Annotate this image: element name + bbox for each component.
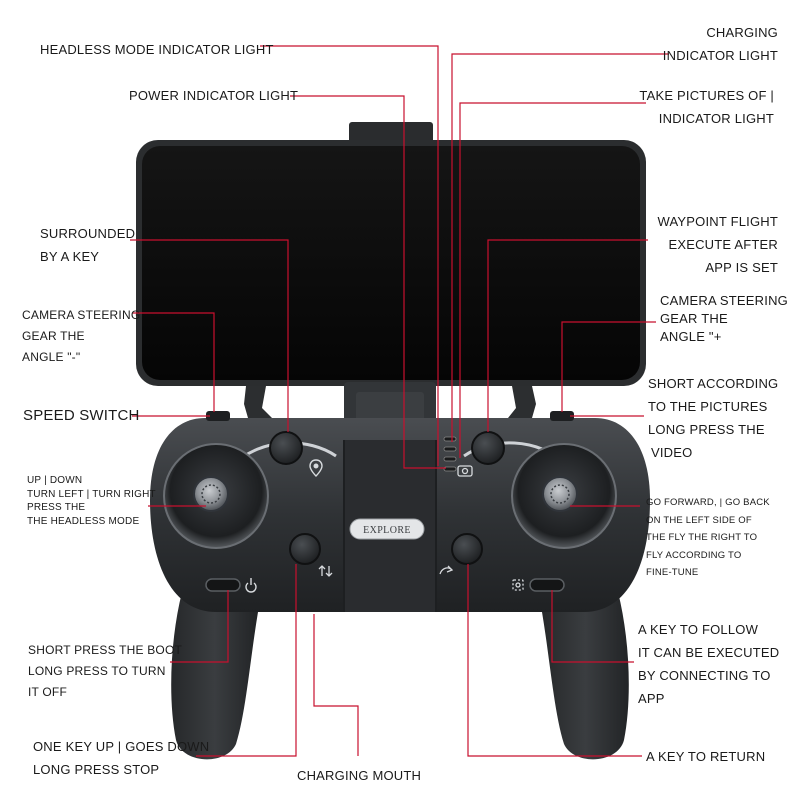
takeoff-land-button [289,533,321,565]
indicator-light-1 [443,436,457,442]
callout-left-stick: UP | DOWN TURN LEFT | TURN RIGHT PRESS T… [27,475,156,527]
right-shoulder-dial [550,411,574,421]
right-grip [542,592,629,760]
power-pill-button [205,578,241,592]
waypoint-icon [309,459,323,477]
phone-screen [142,146,640,380]
left-shoulder-dial [206,411,230,421]
camera-icon [457,465,473,477]
callout-take-pictures-light: TAKE PICTURES OF | INDICATOR LIGHT [639,88,774,126]
indicator-light-4 [443,466,457,472]
updown-arrows-icon [318,565,333,577]
power-icon [245,578,257,593]
left-grip [171,592,258,760]
photo-video-button [471,431,505,465]
right-stick-cap [542,476,578,512]
left-stick-cap [193,476,229,512]
indicator-light-2 [443,446,457,452]
callout-return-key: A KEY TO RETURN [646,749,766,764]
clamp-arm-right [508,386,536,418]
callout-surround-key: SURROUNDED BY A KEY [40,226,136,264]
clamp-arm-left [244,386,272,418]
callout-follow-key: A KEY TO FOLLOW IT CAN BE EXECUTED BY CO… [638,622,780,706]
brand-badge [349,518,425,540]
callout-headless-mode-light: HEADLESS MODE INDICATOR LIGHT [40,42,274,57]
brand-badge-text: EXPLORE [363,525,411,536]
callout-camera-gear-plus: CAMERA STEERING GEAR THE ANGLE "+ [660,293,788,344]
return-button [451,533,483,565]
callout-power-button: SHORT PRESS THE BOOT LONG PRESS TO TURN … [28,643,183,699]
callout-takeoff-land: ONE KEY UP | GOES DOWN LONG PRESS STOP [33,739,210,777]
indicator-light-3 [443,456,457,462]
callout-photo-video: SHORT ACCORDING TO THE PICTURES LONG PRE… [648,376,779,460]
callout-speed-switch: SPEED SWITCH [23,407,140,424]
leader-lines [130,45,669,757]
callout-charging-port: CHARGING MOUTH [297,768,422,783]
callout-camera-gear-minus: CAMERA STEERING GEAR THE ANGLE "-" [22,308,141,364]
callout-power-light: POWER INDICATOR LIGHT [129,88,299,103]
follow-pill-button [529,578,565,592]
follow-icon [512,579,524,591]
surround-button [269,431,303,465]
callout-waypoint-flight: WAYPOINT FLIGHT EXECUTE AFTER APP IS SET [657,214,778,275]
callout-right-stick: GO FORWARD, | GO BACK ON THE LEFT SIDE O… [646,497,770,578]
callout-charging-light: CHARGING INDICATOR LIGHT [662,25,778,63]
return-home-icon [439,565,454,575]
